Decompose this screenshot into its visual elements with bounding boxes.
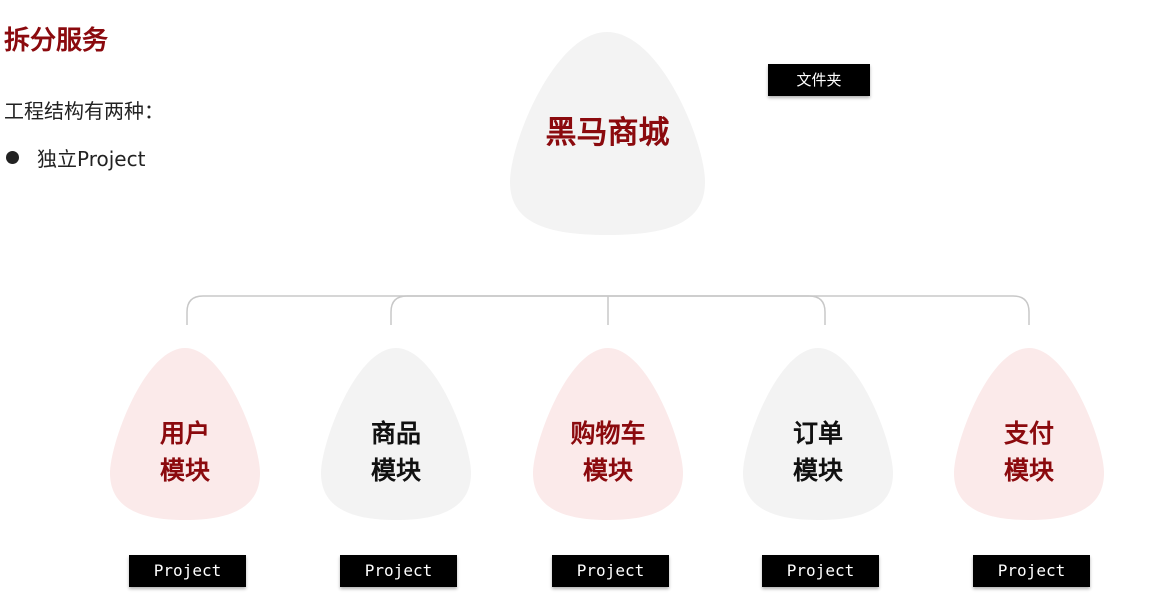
project-tag: Project [129, 555, 246, 587]
module-suffix: 模块 [370, 456, 421, 485]
module-label: 订单模块 [743, 415, 893, 489]
project-tag: Project [552, 555, 669, 587]
root-label: 黑马商城 [545, 115, 670, 151]
bullet-dot-icon [6, 151, 19, 164]
slide-title: 拆分服务 [4, 26, 109, 56]
project-tag: Project [973, 555, 1090, 587]
module-blob [954, 348, 1104, 520]
module-suffix: 模块 [159, 456, 210, 485]
module-blob [743, 348, 893, 520]
project-tag: Project [340, 555, 457, 587]
module-label: 购物车模块 [533, 415, 683, 489]
module-name: 商品 [370, 419, 421, 448]
module-label: 支付模块 [954, 415, 1104, 489]
module-blob [321, 348, 471, 520]
module-name: 订单 [792, 419, 843, 448]
connector-lines [186, 295, 1030, 325]
module-blob [533, 348, 683, 520]
project-tag: Project [762, 555, 879, 587]
module-suffix: 模块 [1003, 456, 1054, 485]
module-blob [110, 348, 260, 520]
module-suffix: 模块 [792, 456, 843, 485]
module-name: 支付 [1003, 419, 1054, 448]
bullet-text: 独立Project [37, 147, 146, 171]
module-label: 用户模块 [110, 415, 260, 489]
module-suffix: 模块 [582, 456, 633, 485]
module-name: 用户 [159, 419, 210, 448]
root-blob [510, 32, 705, 235]
bullet-item: 独立Project [4, 143, 145, 172]
subtitle: 工程结构有两种： [4, 99, 164, 123]
module-name: 购物车 [570, 419, 646, 448]
root-folder-tag: 文件夹 [768, 64, 870, 96]
module-label: 商品模块 [321, 415, 471, 489]
